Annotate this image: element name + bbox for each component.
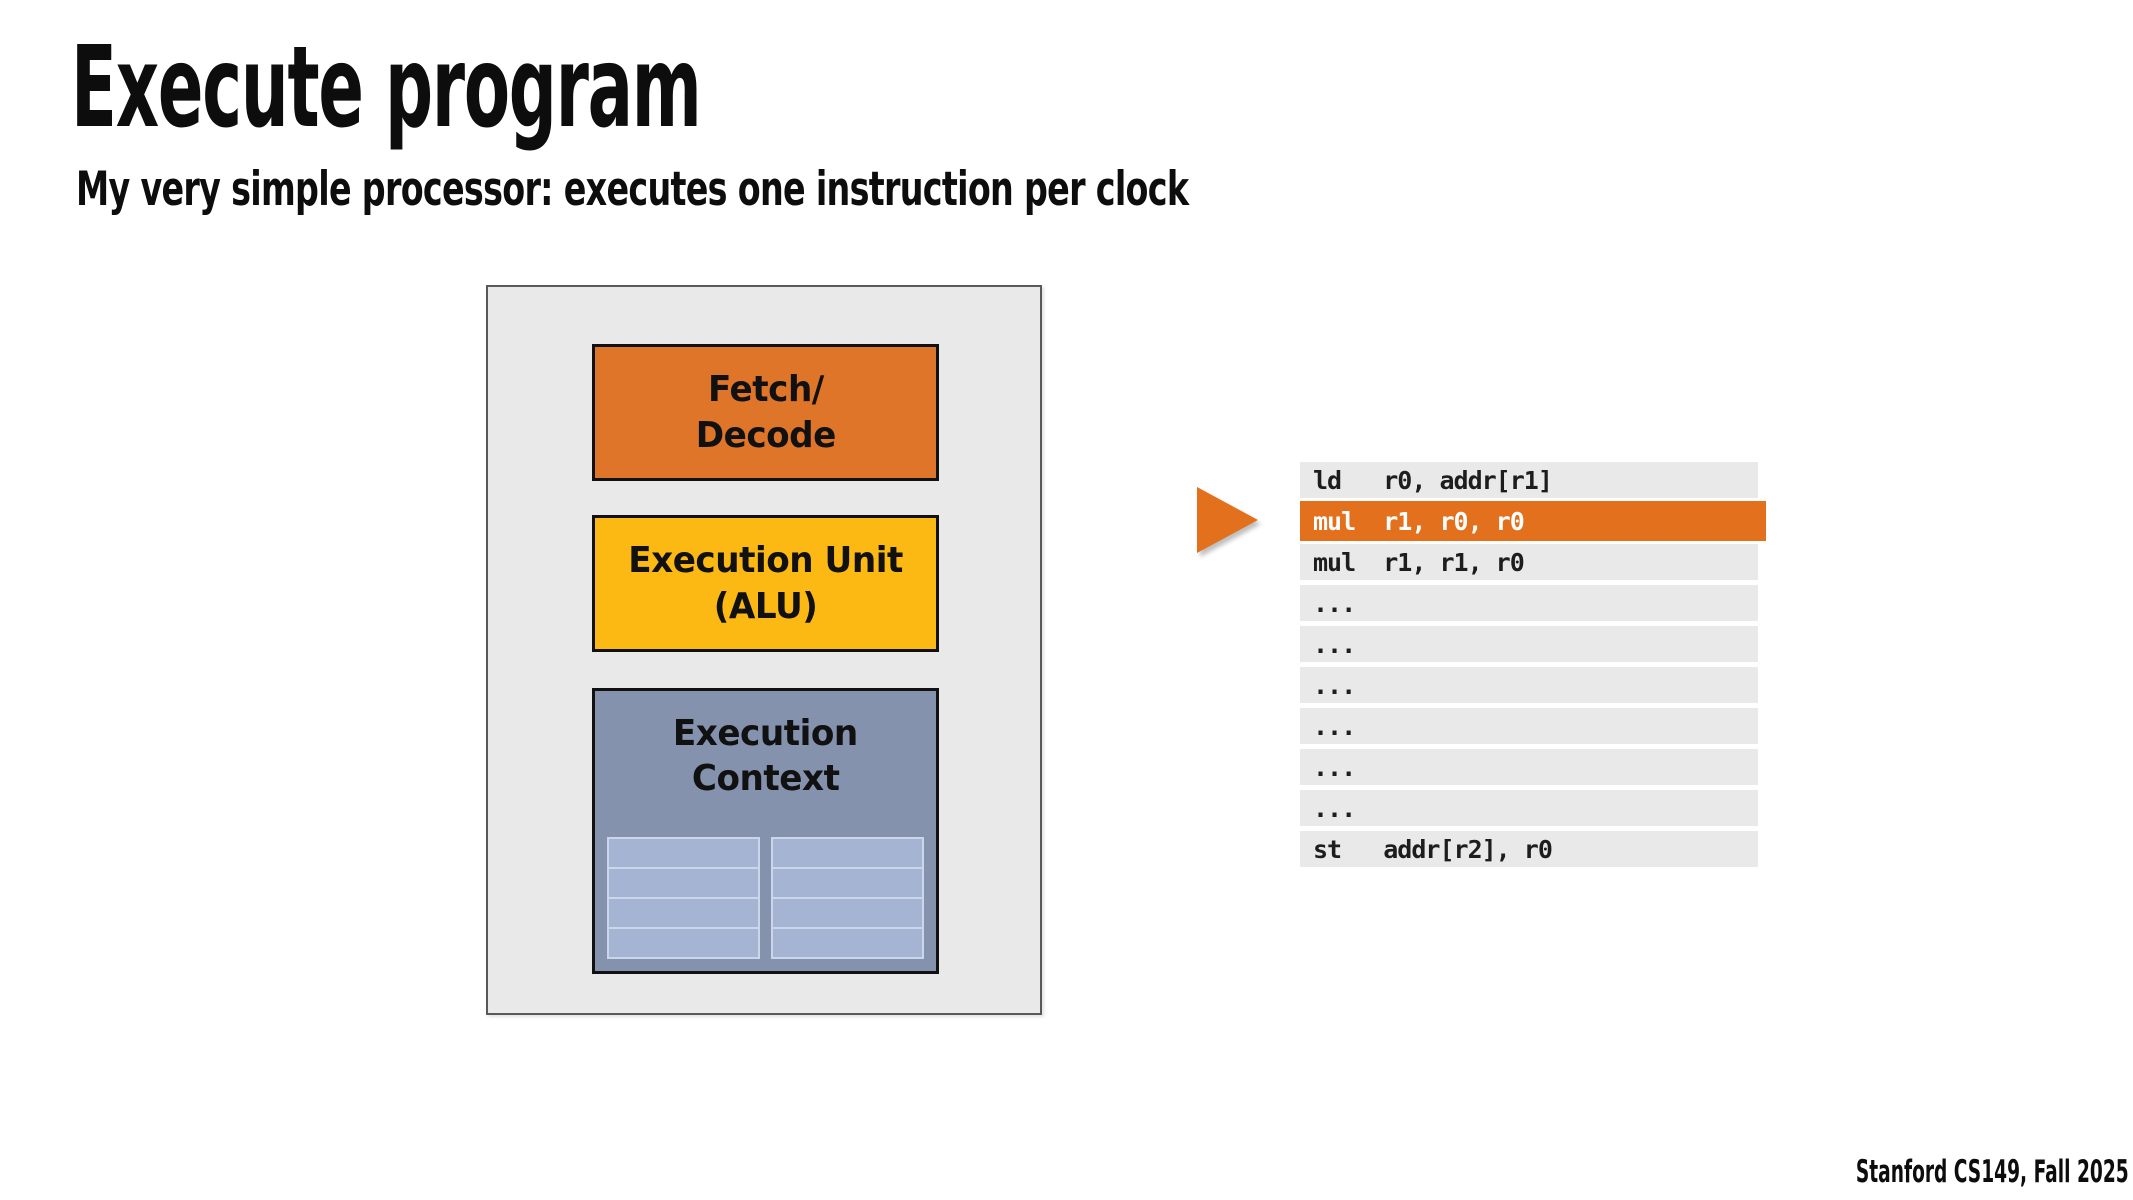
register-slot — [773, 869, 922, 897]
instruction-pointer-arrow-icon — [1197, 487, 1258, 553]
execution-unit-label: (ALU) — [713, 585, 818, 627]
instruction-row: ld r0, addr[r1] — [1300, 462, 1758, 498]
instruction-row: ... — [1300, 585, 1758, 621]
instruction-text: ... — [1313, 588, 1356, 618]
execution-unit-label: Execution Unit — [628, 540, 903, 582]
slide-title: Execute program — [71, 23, 702, 153]
instruction-text: ... — [1313, 793, 1356, 823]
instruction-text: ... — [1313, 752, 1356, 782]
register-slot — [609, 869, 758, 897]
instruction-row: mul r1, r0, r0 — [1300, 501, 1766, 541]
slide-subtitle: My very simple processor: executes one i… — [76, 162, 1189, 217]
instruction-text: mul r1, r1, r0 — [1313, 547, 1525, 577]
fetch-decode-box: Fetch/ Decode — [592, 344, 939, 481]
instruction-row: ... — [1300, 790, 1758, 826]
execution-unit-box: Execution Unit (ALU) — [592, 515, 939, 652]
register-slot — [609, 929, 758, 957]
instruction-row: ... — [1300, 626, 1758, 662]
instruction-text: st addr[r2], r0 — [1313, 834, 1553, 864]
instruction-text: ... — [1313, 629, 1356, 659]
execution-context-label: Execution — [673, 713, 858, 754]
instruction-row: ... — [1300, 708, 1758, 744]
instruction-row: ... — [1300, 749, 1758, 785]
register-slot — [773, 929, 922, 957]
instruction-row: mul r1, r1, r0 — [1300, 544, 1758, 580]
instruction-row: ... — [1300, 667, 1758, 703]
footer-credit: Stanford CS149, Fall 2025 — [1856, 1154, 2129, 1190]
instruction-text: ... — [1313, 711, 1356, 741]
register-slot — [609, 899, 758, 927]
register-group — [607, 837, 760, 959]
execution-context-box: Execution Context — [592, 688, 939, 974]
fetch-decode-label: Fetch/ — [707, 369, 824, 411]
instruction-list: ld r0, addr[r1] mul r1, r0, r0 mul r1, r… — [1300, 462, 1766, 867]
register-slot — [609, 839, 758, 867]
instruction-text: ld r0, addr[r1] — [1313, 465, 1553, 495]
execution-context-label: Context — [691, 758, 840, 800]
register-group — [771, 837, 924, 959]
register-slot — [773, 899, 922, 927]
register-area — [595, 837, 936, 959]
instruction-text: ... — [1313, 670, 1356, 700]
register-slot — [773, 839, 922, 867]
instruction-row: st addr[r2], r0 — [1300, 831, 1758, 867]
fetch-decode-label: Decode — [695, 414, 836, 456]
instruction-text: mul r1, r0, r0 — [1313, 506, 1525, 536]
processor-diagram: Fetch/ Decode Execution Unit (ALU) Execu… — [486, 285, 1042, 1015]
